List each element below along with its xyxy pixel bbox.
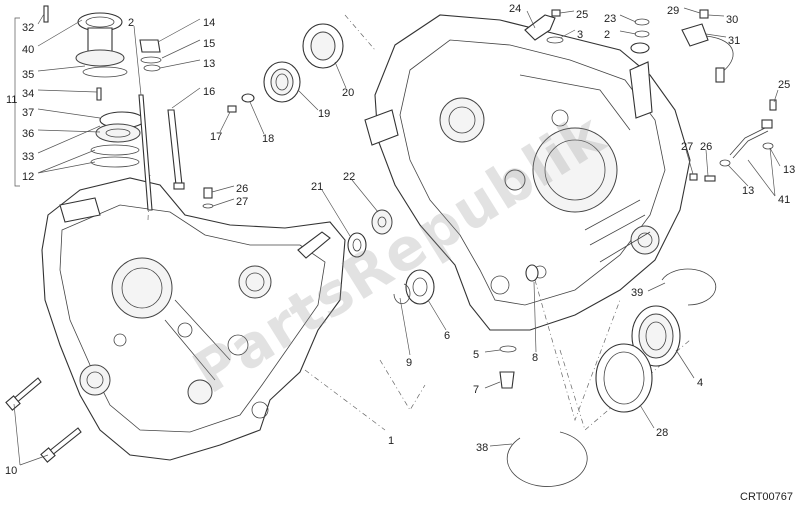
main-bearing-4 — [631, 305, 681, 367]
callout-c4: 4 — [697, 377, 703, 389]
callout-c9: 9 — [406, 357, 412, 369]
callout-c21: 21 — [311, 181, 323, 193]
sensor-29-30-31 — [681, 9, 734, 83]
plug-7 — [499, 371, 515, 389]
callout-c2: 2 — [128, 17, 134, 29]
callout-c23: 23 — [604, 13, 616, 25]
callout-c31: 31 — [728, 35, 740, 47]
callout-c20: 20 — [342, 87, 354, 99]
centerline-top — [344, 14, 376, 51]
callout-c18: 18 — [262, 133, 274, 145]
callout-c13a: 13 — [203, 58, 215, 70]
callout-c2b: 2 — [604, 29, 610, 41]
callout-c19: 19 — [318, 108, 330, 120]
dowel-pin — [629, 61, 653, 119]
callout-c16: 16 — [203, 86, 215, 98]
callout-c7: 7 — [473, 384, 479, 396]
bolt-2 — [138, 94, 153, 211]
washer-5 — [499, 345, 517, 353]
circlip-39 — [661, 268, 717, 306]
callout-c34: 34 — [22, 88, 34, 100]
callout-c15: 15 — [203, 38, 215, 50]
centerline-right — [534, 279, 621, 422]
washer-23 — [634, 18, 650, 26]
callout-c35: 35 — [22, 69, 34, 81]
seal-8 — [525, 264, 539, 282]
callout-c32: 32 — [22, 22, 34, 34]
callout-c14: 14 — [203, 17, 215, 29]
needle-bearing-6 — [405, 269, 435, 305]
circlip-38 — [506, 431, 588, 487]
callout-c1: 1 — [388, 435, 394, 447]
needle-bearing-19 — [263, 61, 301, 103]
callout-c11: 11 — [6, 94, 17, 106]
callout-c36: 36 — [22, 128, 34, 140]
callout-c39: 39 — [631, 287, 643, 299]
centerline-bearing — [559, 339, 691, 431]
bushing-28 — [595, 343, 653, 413]
callout-c26a: 26 — [236, 183, 248, 195]
callout-c41: 41 — [778, 194, 790, 206]
right-crankcase-half — [364, 14, 691, 331]
callout-c22: 22 — [343, 171, 355, 183]
washer-18 — [241, 93, 255, 103]
leader-lines — [13, 7, 781, 466]
callout-c26b: 26 — [700, 141, 712, 153]
drawing-code: CRT00767 — [740, 491, 793, 503]
bolts-10 — [5, 377, 82, 463]
callout-c40: 40 — [22, 44, 34, 56]
plug-17 — [227, 105, 237, 113]
callout-c17: 17 — [210, 131, 222, 143]
centerline-1b — [304, 369, 386, 431]
oil-pipe-41 — [689, 99, 777, 182]
pin-26 — [203, 187, 213, 199]
callout-c6: 6 — [444, 330, 450, 342]
upper-bore — [439, 97, 485, 143]
callout-c8: 8 — [532, 352, 538, 364]
circlip-9 — [393, 283, 411, 305]
bush-21 — [347, 232, 367, 258]
bracket-24 — [524, 14, 556, 41]
callout-c5: 5 — [473, 349, 479, 361]
cover-stack — [43, 5, 145, 168]
nut-14 — [139, 39, 161, 53]
group-11-bracket — [14, 17, 20, 187]
callout-c24: 24 — [509, 3, 521, 15]
callout-c38: 38 — [476, 442, 488, 454]
callout-c30: 30 — [726, 14, 738, 26]
seal-22 — [371, 209, 393, 235]
callout-c28: 28 — [656, 427, 668, 439]
callout-c13c: 13 — [742, 185, 754, 197]
callout-c27b: 27 — [681, 141, 693, 153]
callout-c33: 33 — [22, 151, 34, 163]
callout-c3: 3 — [577, 29, 583, 41]
callout-c25a: 25 — [576, 9, 588, 21]
stud-16 — [167, 109, 183, 186]
oring-3 — [546, 36, 564, 44]
centerline-1 — [379, 359, 426, 411]
callout-c27a: 27 — [236, 196, 248, 208]
callout-c10: 10 — [5, 465, 17, 477]
main-bearing-bore — [111, 257, 173, 319]
callout-c29: 29 — [667, 5, 679, 17]
left-crankcase-half — [41, 177, 346, 461]
bearing-20 — [302, 23, 344, 69]
callout-c13b: 13 — [783, 164, 795, 176]
callout-c25b: 25 — [778, 79, 790, 91]
callout-c12: 12 — [22, 171, 34, 183]
dowel-boss — [297, 231, 331, 259]
callout-c37: 37 — [22, 107, 34, 119]
